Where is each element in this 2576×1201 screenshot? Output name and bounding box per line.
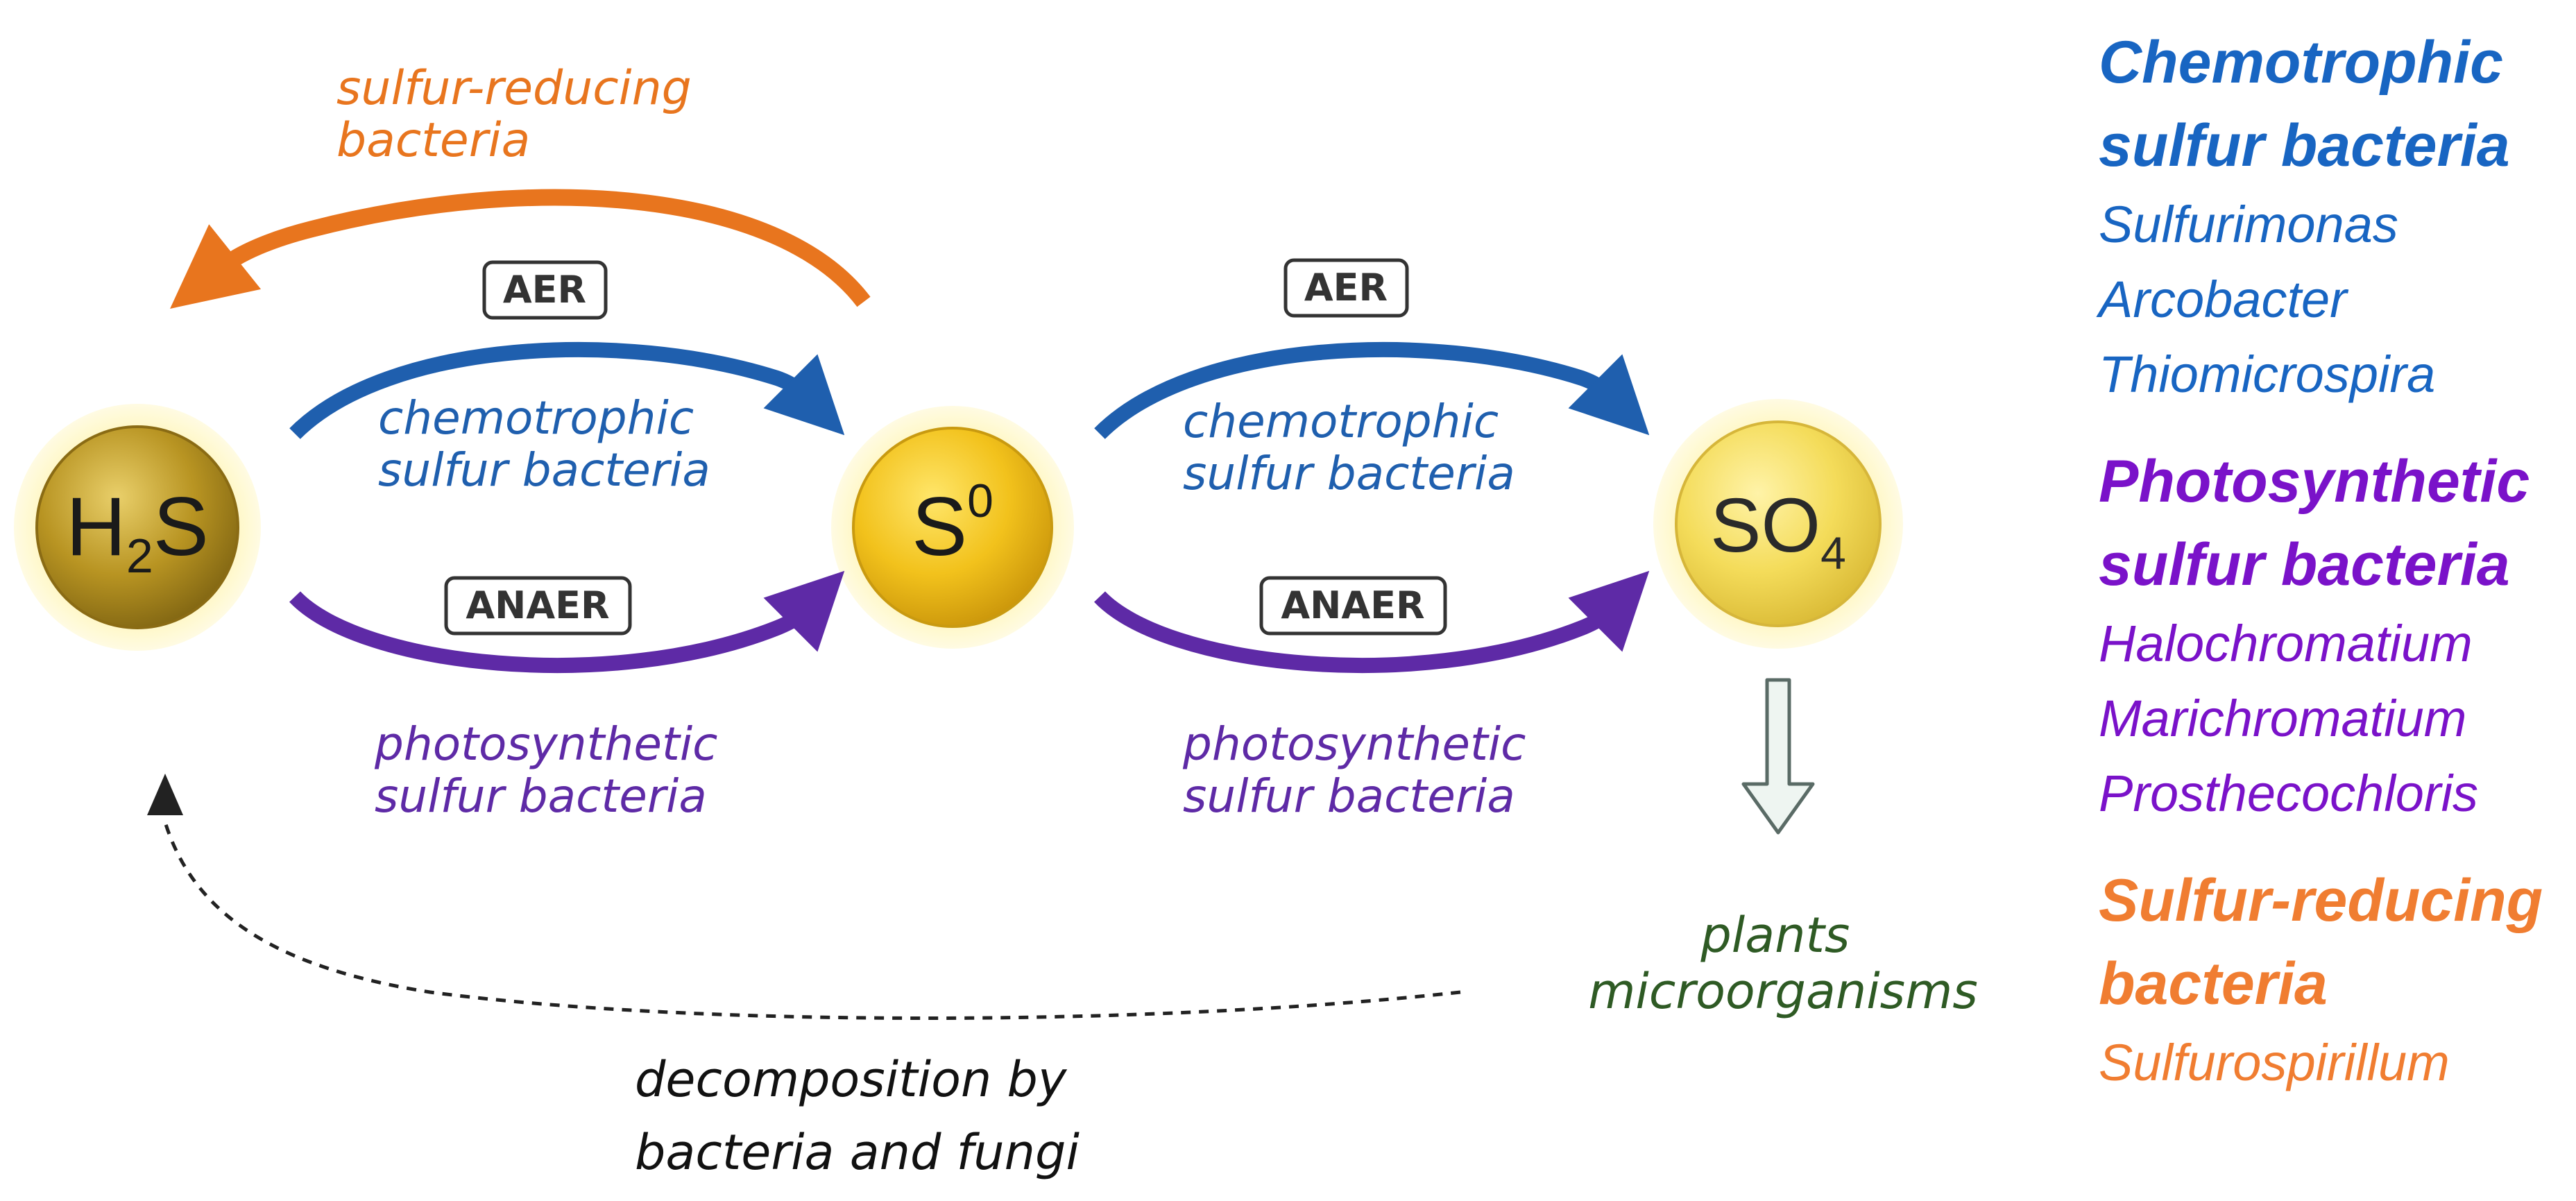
- legend-heading: Photosynthetic: [2099, 448, 2530, 515]
- reducing-arrow: [170, 189, 871, 309]
- photo-arrow-left: [289, 570, 845, 674]
- legend-group-photosynthetic: Photosynthetic sulfur bacteria Halochrom…: [2099, 440, 2576, 831]
- h2s-node: H2S: [14, 404, 261, 651]
- legend-group-chemotrophic: Chemotrophic sulfur bacteria Sulfurimona…: [2099, 21, 2576, 412]
- so4-node: SO4: [1653, 399, 1903, 649]
- chemo-arrow-right: [1094, 341, 1650, 439]
- decomposition-arrow: [163, 821, 1461, 1020]
- legend-item: Arcobacter: [2099, 271, 2347, 328]
- aer-badge-right: AER: [1283, 258, 1409, 318]
- svg-text:ANAER: ANAER: [1281, 584, 1424, 627]
- legend-item: Prosthecochloris: [2099, 765, 2479, 822]
- anaer-badge-left: ANAER: [444, 576, 632, 636]
- photo-label-left: photosynthetic sulfur bacteria: [374, 717, 732, 823]
- uptake-arrow: [1741, 678, 1815, 835]
- legend-item: Thiomicrospira: [2099, 346, 2436, 403]
- s0-label: S0: [912, 475, 993, 573]
- legend-group-reducing: Sulfur-reducing bacteria Sulfurospirillu…: [2099, 859, 2576, 1100]
- s0-node: S0: [831, 406, 1074, 649]
- chemo-label-left: chemotrophic sulfur bacteria: [378, 391, 710, 497]
- chemo-label-right: chemotrophic sulfur bacteria: [1183, 395, 1515, 500]
- plants-label: plants microorganisms: [1588, 907, 1978, 1020]
- legend-heading: sulfur bacteria: [2099, 531, 2510, 598]
- photo-label-right: photosynthetic sulfur bacteria: [1182, 717, 1540, 823]
- legend-item: Halochromatium: [2099, 615, 2473, 672]
- legend: Chemotrophic sulfur bacteria Sulfurimona…: [2099, 21, 2576, 1128]
- legend-heading: sulfur bacteria: [2099, 112, 2510, 179]
- decomposition-label: decomposition by bacteria and fungi: [635, 1051, 1082, 1181]
- so4-label: SO4: [1710, 483, 1846, 579]
- svg-text:AER: AER: [503, 268, 586, 312]
- legend-heading: Chemotrophic: [2099, 29, 2503, 96]
- legend-item: Sulfurimonas: [2099, 196, 2398, 253]
- legend-heading: bacteria: [2099, 951, 2328, 1017]
- reducing-label: sulfur-reducing bacteria: [336, 61, 706, 168]
- aer-badge-left: AER: [482, 260, 608, 320]
- photo-arrow-right: [1094, 570, 1650, 674]
- chemo-arrow-left: [289, 341, 845, 439]
- svg-text:ANAER: ANAER: [466, 584, 609, 627]
- legend-heading: Sulfur-reducing: [2099, 867, 2543, 934]
- decomposition-arrowhead: [147, 774, 183, 815]
- legend-item: Marichromatium: [2099, 690, 2467, 747]
- h2s-label: H2S: [66, 480, 209, 583]
- svg-text:AER: AER: [1304, 266, 1388, 309]
- anaer-badge-right: ANAER: [1259, 576, 1447, 636]
- legend-item: Sulfurospirillum: [2099, 1034, 2450, 1091]
